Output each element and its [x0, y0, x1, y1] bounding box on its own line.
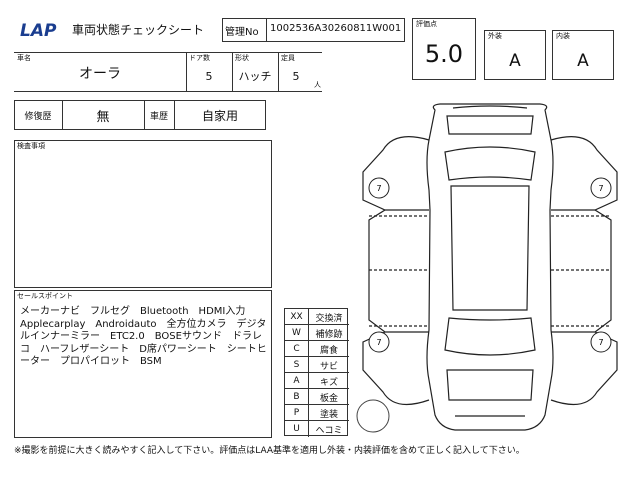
roof-outline	[450, 185, 530, 311]
tire-front-right	[590, 177, 612, 199]
damage-legend: XX 交換済 W 補修跡 C 腐食 S サビ A キズ B 板金 P 塗装 U ヘコミ	[284, 308, 349, 437]
shape-value: ハッチ	[238, 70, 272, 83]
tire-front-left-label: 7	[376, 184, 381, 193]
grade-box	[412, 18, 476, 80]
mgmt-number: 1002536A30260811W001	[270, 23, 402, 34]
sales-text: メーカーナビ フルセグ Bluetooth HDMI入力 Applecarpla…	[20, 306, 267, 367]
repair-value: 無	[96, 109, 110, 125]
capacity-label: 定員	[281, 54, 295, 62]
right-rear-fender	[550, 331, 618, 406]
doors-label: ドア数	[189, 54, 210, 62]
doors-value: 5	[205, 69, 213, 83]
legend-desc: 交換済	[315, 313, 343, 324]
car-diagram: 7 7 7 7	[356, 103, 618, 433]
tire-rear-left-label: 7	[376, 338, 381, 347]
car-body-outline	[426, 103, 554, 431]
legend-row: A キズ	[285, 373, 349, 389]
exterior-box	[484, 30, 546, 80]
tire-front-left	[368, 177, 390, 199]
legend-desc: 補修跡	[315, 329, 343, 340]
tire-rear-left	[368, 331, 390, 353]
right-side-panel	[551, 209, 612, 333]
lap-logo: LAP	[18, 20, 66, 40]
mgmt-box	[222, 18, 405, 42]
legend-desc: 腐食	[319, 345, 338, 356]
legend-row: U ヘコミ	[285, 421, 349, 437]
legend-row: C 腐食	[285, 341, 349, 357]
legend-code: W	[285, 325, 309, 341]
tire-rear-right-label: 7	[598, 338, 603, 347]
tire-rear-right	[590, 331, 612, 353]
legend-desc: 板金	[319, 393, 338, 404]
tire-front-right-label: 7	[598, 184, 603, 193]
hood-outline	[446, 115, 534, 135]
inspection-label: 検査事項	[17, 142, 45, 150]
legend-row: XX 交換済	[285, 309, 349, 325]
history-row	[14, 100, 266, 130]
footnote: ※撮影を前提に大きく読みやすく記入して下さい。評価点はLAA基準を適用し外装・内…	[14, 446, 525, 456]
inspection-box	[14, 140, 272, 288]
legend-desc: サビ	[319, 361, 338, 372]
rear-window-outline	[444, 317, 536, 356]
legend-code: P	[285, 405, 309, 421]
legend-code: C	[285, 341, 309, 357]
legend-row: P 塗装	[285, 405, 349, 421]
usage-value: 自家用	[201, 108, 238, 123]
shape-label: 形状	[235, 54, 249, 62]
grade-value: 5.0	[424, 40, 464, 68]
spare-tire-circle	[356, 399, 390, 433]
sales-box	[14, 290, 272, 438]
sheet-title: 車両状態チェックシート	[72, 23, 205, 37]
legend-code: A	[285, 373, 309, 389]
car-info-row	[14, 52, 322, 92]
windshield-outline	[444, 146, 536, 181]
mgmt-label: 管理No	[225, 27, 259, 38]
legend-code: XX	[285, 309, 309, 325]
legend-desc: キズ	[319, 377, 338, 388]
exterior-value: A	[509, 51, 521, 71]
interior-box	[552, 30, 614, 80]
usage-label: 車歴	[149, 111, 168, 122]
left-rear-fender	[362, 331, 430, 406]
interior-label: 内装	[556, 32, 570, 40]
legend-row: W 補修跡	[285, 325, 349, 341]
legend-code: S	[285, 357, 309, 373]
car-name: オーラ	[79, 66, 121, 82]
legend-code: B	[285, 389, 309, 405]
grade-label: 評価点	[416, 20, 437, 28]
capacity-value: 5	[292, 69, 300, 83]
legend-code: U	[285, 421, 309, 437]
legend-desc: ヘコミ	[315, 425, 343, 436]
right-front-fender	[550, 136, 618, 211]
interior-value: A	[577, 51, 589, 71]
left-side-panel	[368, 209, 429, 333]
car-name-label: 車名	[17, 54, 31, 62]
repair-label: 修復歴	[24, 111, 52, 122]
capacity-unit: 人	[314, 81, 321, 89]
legend-row: B 板金	[285, 389, 349, 405]
left-front-fender	[362, 136, 430, 211]
exterior-label: 外装	[488, 32, 502, 40]
legend-desc: 塗装	[319, 409, 338, 420]
sales-label: セールスポイント	[17, 292, 73, 300]
logo-text: LAP	[20, 21, 57, 40]
legend-row: S サビ	[285, 357, 349, 373]
